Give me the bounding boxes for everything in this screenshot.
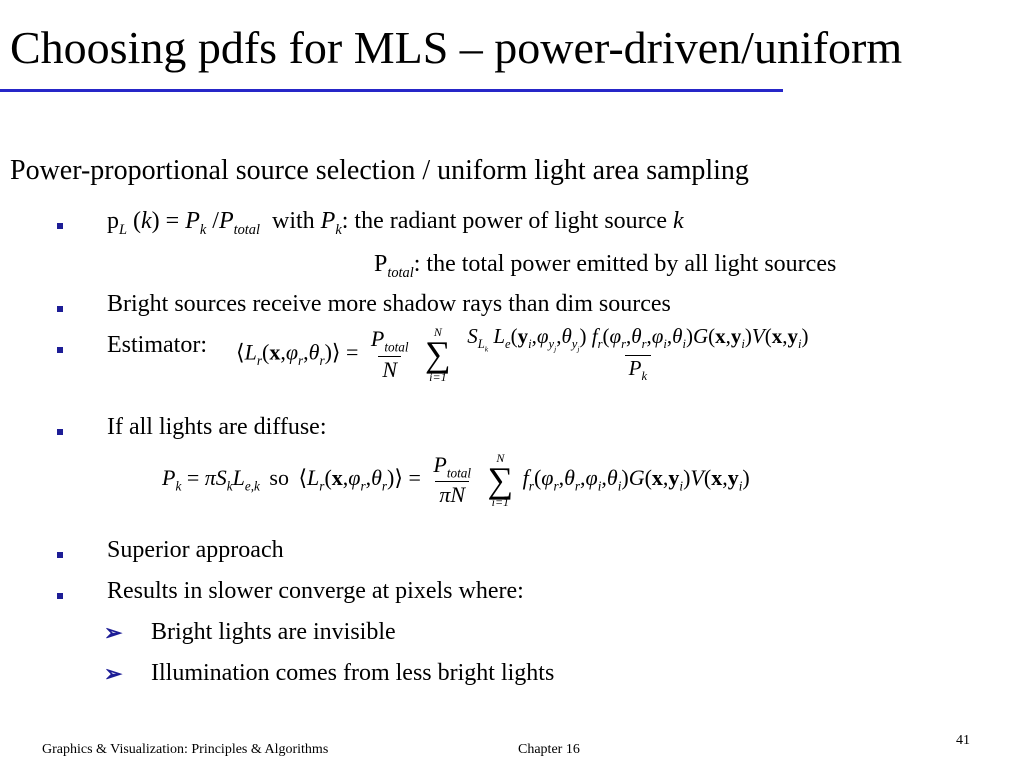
bullet-diffuse: If all lights are diffuse:: [107, 414, 327, 440]
square-bullet-icon: [57, 552, 63, 558]
square-bullet-icon: [57, 347, 63, 353]
title-underline: [0, 89, 783, 92]
with-word: with: [272, 208, 315, 234]
square-bullet-icon: [57, 593, 63, 599]
bullet-estimator: Estimator:: [107, 332, 207, 358]
page-number: 41: [956, 733, 970, 748]
ptotal-description-line: Ptotal: the total power emitted by all l…: [374, 251, 837, 281]
square-bullet-icon: [57, 429, 63, 435]
square-bullet-icon: [57, 223, 63, 229]
pk-description: : the radiant power of light source: [341, 208, 667, 234]
slide-title: Choosing pdfs for MLS – power-driven/uni…: [10, 22, 903, 73]
bullet-superior: Superior approach: [107, 537, 284, 563]
bullet-slower-converge: Results in slower converge at pixels whe…: [107, 578, 524, 604]
footer-chapter: Chapter 16: [518, 742, 580, 757]
arrow-bullet-icon: ➢: [104, 661, 123, 686]
arrow-bullet-icon: ➢: [104, 620, 123, 645]
bullet-pdf-definition: pL (k) = Pk /Ptotal with Pk: the radiant…: [107, 208, 684, 238]
pdf-formula: pL (k) = Pk /Ptotal: [107, 208, 260, 238]
ptotal-description: : the total power emitted by all light s…: [413, 251, 837, 277]
footer-book-title: Graphics & Visualization: Principles & A…: [42, 742, 329, 757]
slide-subtitle: Power-proportional source selection / un…: [10, 155, 749, 186]
sub-bullet-less-bright: Illumination comes from less bright ligh…: [151, 660, 555, 686]
square-bullet-icon: [57, 306, 63, 312]
sub-bullet-invisible: Bright lights are invisible: [151, 619, 396, 645]
bullet-bright-sources: Bright sources receive more shadow rays …: [107, 291, 671, 317]
so-word: so: [269, 465, 289, 491]
